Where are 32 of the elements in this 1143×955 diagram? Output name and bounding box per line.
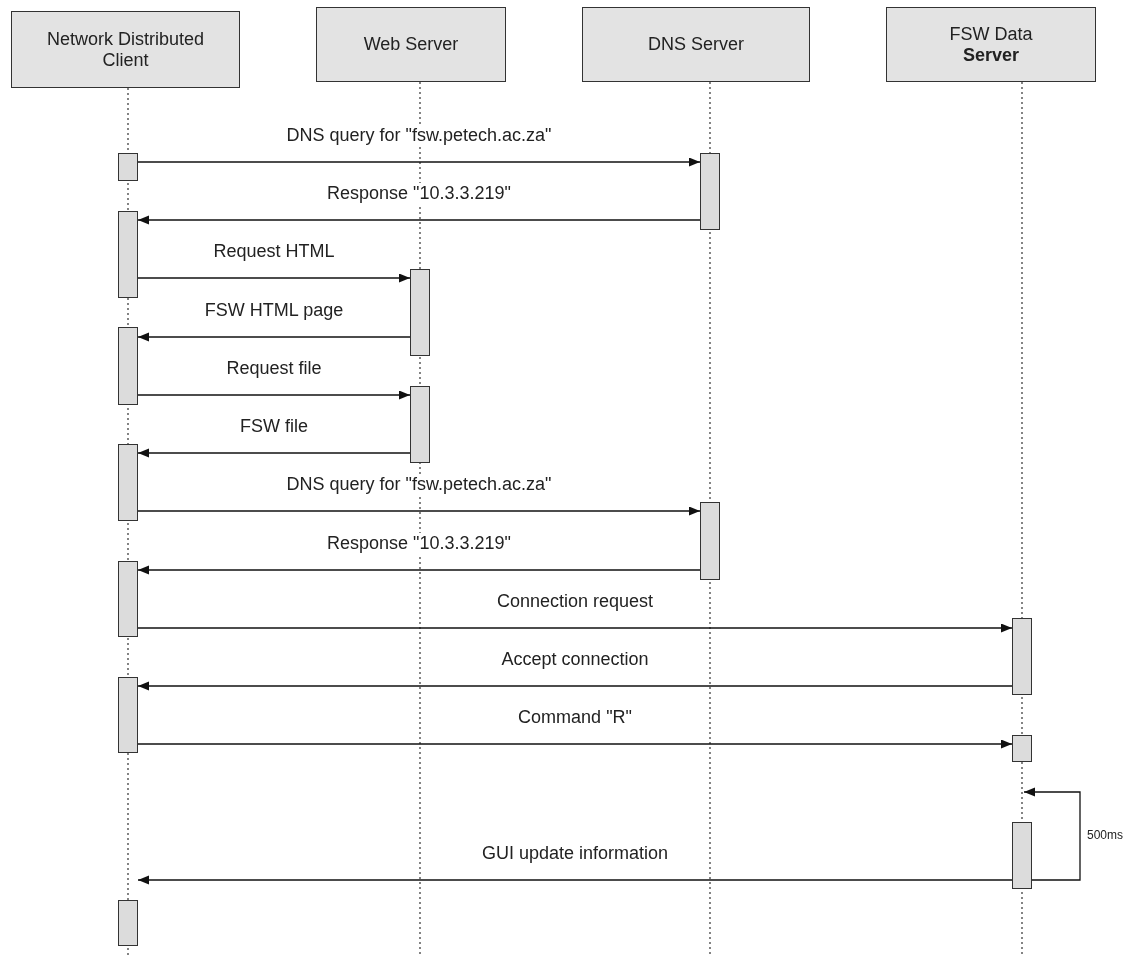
- message-arrow: [137, 506, 701, 516]
- participant-box: FSW Data Server: [886, 7, 1096, 82]
- participant-box: Web Server: [316, 7, 506, 82]
- activation-bar: [118, 561, 138, 637]
- participant-box: Network Distributed Client: [11, 11, 240, 88]
- message-arrow: [137, 623, 1013, 633]
- activation-bar: [410, 269, 430, 356]
- activation-bar: [1012, 618, 1032, 695]
- activation-bar: [118, 211, 138, 298]
- activation-bar: [118, 153, 138, 181]
- participant-box: DNS Server: [582, 7, 810, 82]
- message-arrow: [137, 875, 1013, 885]
- message-arrow: [137, 448, 411, 458]
- message-arrow: [137, 681, 1013, 691]
- activation-bar: [700, 153, 720, 230]
- message-arrow: [137, 273, 411, 283]
- activation-bar: [118, 327, 138, 405]
- message-arrow: [137, 157, 701, 167]
- message-arrow: [137, 390, 411, 400]
- duration-label: 500ms: [1087, 828, 1124, 842]
- activation-bar: [118, 677, 138, 753]
- message-arrow: [137, 565, 701, 575]
- message-arrow: [137, 215, 701, 225]
- activation-bar: [118, 900, 138, 946]
- activation-bar: [700, 502, 720, 580]
- activation-bar: [1012, 822, 1032, 889]
- activation-bar: [118, 444, 138, 521]
- activation-bar: [1012, 735, 1032, 762]
- message-arrow: [1023, 787, 1081, 881]
- message-arrow: [137, 739, 1013, 749]
- activation-bar: [410, 386, 430, 463]
- message-arrow: [137, 332, 411, 342]
